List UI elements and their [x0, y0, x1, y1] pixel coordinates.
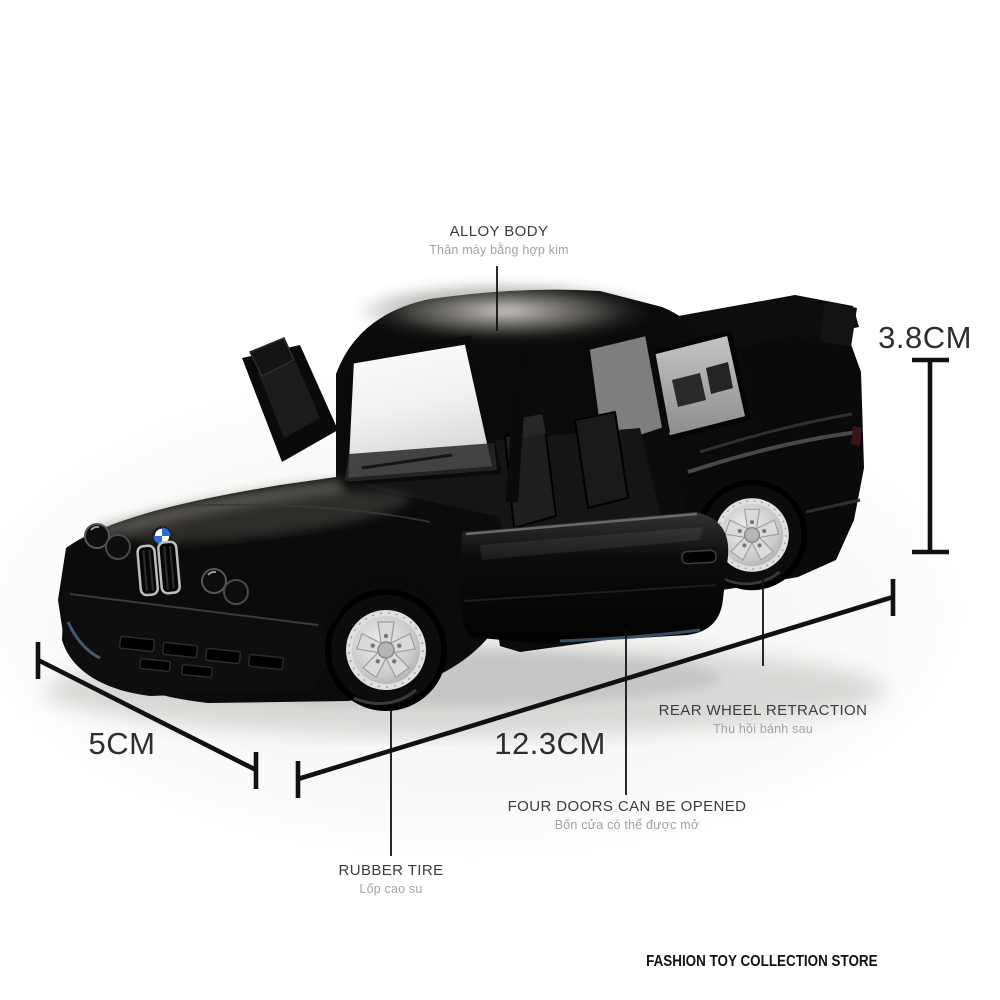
rear-wheel-subtitle: Thu hồi bánh sau	[713, 722, 813, 736]
open-driver-door	[242, 337, 338, 462]
front-width-value: 5CM	[88, 726, 156, 761]
bumper-vents	[118, 635, 285, 679]
alloy-body-subtitle: Thân máy bằng hợp kim	[429, 243, 569, 257]
connector-lines	[390, 266, 764, 856]
hood-crease	[179, 503, 431, 523]
kidney-grille	[136, 540, 181, 597]
taillight	[851, 426, 862, 446]
height-value: 3.8CM	[878, 320, 972, 355]
rear-spoiler-endplate	[820, 301, 857, 347]
dashboard	[344, 443, 497, 482]
annotation-lines	[35, 266, 949, 856]
bmw-roundel-badge	[152, 526, 172, 546]
open-front-door	[459, 512, 729, 644]
bumper-blue-reflection	[66, 621, 101, 660]
door-blue-reflection	[559, 628, 701, 643]
headrest	[672, 373, 706, 407]
rear-wheel-title: REAR WHEEL RETRACTION	[658, 702, 868, 719]
rear-wheel	[696, 479, 808, 591]
rubber-tire-subtitle: Lốp cao su	[359, 882, 423, 896]
front-arch-lip	[325, 574, 448, 624]
rubber-tire-title: RUBBER TIRE	[338, 862, 444, 879]
rear-wheel-label: REAR WHEEL RETRACTION Thu hồi bánh sau	[659, 702, 868, 736]
rear-bumper-line	[805, 498, 861, 514]
four-doors-subtitle: Bốn cửa có thể được mở	[554, 818, 700, 832]
side-mirror	[248, 337, 295, 378]
front-wheel	[325, 589, 447, 711]
height-dimension	[912, 357, 949, 555]
headlights	[84, 523, 249, 605]
quarter-sheen	[687, 430, 859, 474]
b-pillar	[506, 351, 528, 503]
rubber-tire-label: RUBBER TIRE Lốp cao su	[339, 862, 444, 896]
headrest	[706, 362, 733, 394]
seat-back	[573, 410, 630, 510]
dimension-lines	[35, 357, 949, 798]
hood-sheen	[121, 489, 409, 543]
alloy-body-label: ALLOY BODY Thân máy bằng hợp kim	[429, 223, 569, 257]
car-body	[58, 281, 864, 711]
wiper	[361, 453, 453, 470]
store-watermark: FASHION TOY COLLECTION STORE	[646, 953, 878, 970]
roof-highlight	[355, 281, 655, 341]
quarter-sheen	[699, 412, 853, 454]
bumper-top-edge	[69, 593, 319, 626]
door-handle	[681, 549, 717, 565]
length-value: 12.3CM	[494, 726, 606, 761]
front-width-dimension	[35, 642, 259, 789]
four-doors-title: FOUR DOORS CAN BE OPENED	[507, 798, 747, 815]
length-dimension	[295, 579, 896, 798]
alloy-body-title: ALLOY BODY	[449, 223, 549, 240]
four-doors-label: FOUR DOORS CAN BE OPENED Bốn cửa có thể …	[508, 798, 747, 832]
